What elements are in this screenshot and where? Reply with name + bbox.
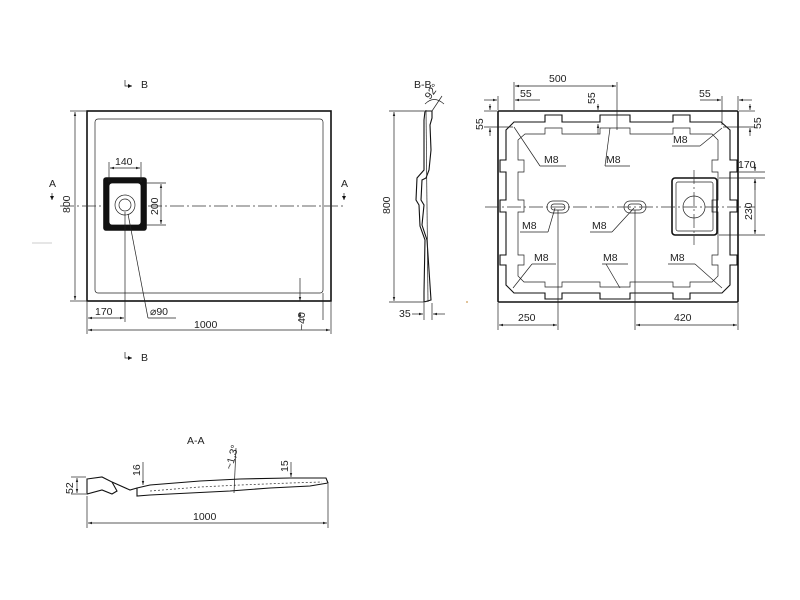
section-aa-dim-15: 15	[279, 460, 291, 472]
section-arrow-a-right	[342, 196, 346, 200]
section-aa-dim-width: 1000	[193, 511, 217, 523]
section-aa-profile	[86, 476, 329, 497]
bottom-dim-55-right: 55	[752, 117, 764, 129]
m8-label-7: M8	[603, 252, 618, 264]
bottom-dim-55-left: 55	[474, 118, 486, 130]
bottom-dim-250: 250	[518, 312, 536, 324]
section-bb-profile	[415, 110, 433, 303]
m8-label-1: M8	[544, 154, 559, 166]
section-arrow-b-top	[128, 84, 132, 88]
drain-hole-inner	[118, 198, 132, 212]
bottom-dim-230-right: 230	[743, 202, 755, 220]
plan-dim-drain-height: 200	[149, 197, 161, 215]
plan-dim-drain-diameter: ⌀90	[150, 306, 168, 318]
plan-dim-width: 1000	[194, 319, 218, 331]
section-mark-a-left: A	[49, 178, 56, 190]
plan-dim-drain-width: 140	[115, 156, 133, 168]
section-aa-drain-lip	[111, 481, 138, 491]
bottom-dim-170-right: 170	[738, 159, 756, 171]
bottom-dim-55-top-center: 55	[586, 92, 598, 104]
section-mark-b-bottom: B	[141, 352, 148, 364]
section-bb: B-B 92° 800 35	[381, 79, 445, 320]
bottom-dim-500: 500	[549, 73, 567, 85]
plan-view: A A B B 800 140 200 170 ⌀90	[49, 79, 348, 364]
bottom-drain-box-inner	[675, 181, 714, 232]
section-aa-dim-left: 52	[64, 482, 76, 494]
plan-dim-left-offset: 170	[95, 306, 113, 318]
m8-label-8: M8	[670, 252, 685, 264]
section-mark-b-top: B	[141, 79, 148, 91]
bottom-view: M8 M8 M8 M8 M8 M8 M8 M8 500 55 55 55	[474, 73, 765, 330]
section-aa-texture	[149, 481, 323, 492]
section-bb-label: B-B	[414, 79, 432, 91]
m8-label-3: M8	[673, 134, 688, 146]
m8-label-4: M8	[522, 220, 537, 232]
section-aa: A-A ~1,3° 52 16 15 1000	[64, 435, 329, 528]
m8-label-5: M8	[592, 220, 607, 232]
section-bb-dim-height: 800	[381, 196, 393, 214]
bottom-dim-55-top-left: 55	[520, 88, 532, 100]
section-arrow-a-left	[50, 196, 54, 200]
section-mark-a-right: A	[341, 178, 348, 190]
section-aa-label: A-A	[187, 435, 205, 447]
stray-dot	[466, 301, 468, 303]
plan-dim-height: 800	[61, 195, 73, 213]
bottom-outline	[497, 110, 739, 303]
section-bb-dim-thickness: 35	[399, 308, 411, 320]
section-aa-dim-16: 16	[131, 464, 143, 476]
m8-label-2: M8	[606, 154, 621, 166]
m8-label-6: M8	[534, 252, 549, 264]
bottom-outer-ribs	[499, 114, 738, 300]
bottom-dim-55-top-right: 55	[699, 88, 711, 100]
bottom-drain-box	[671, 177, 718, 236]
bottom-inner-ribs	[517, 127, 719, 288]
plan-dim-edge: ~40	[296, 312, 308, 330]
bottom-dim-420: 420	[674, 312, 692, 324]
section-aa-angle: ~1,3°	[223, 444, 241, 471]
section-arrow-b-bottom	[128, 356, 132, 360]
